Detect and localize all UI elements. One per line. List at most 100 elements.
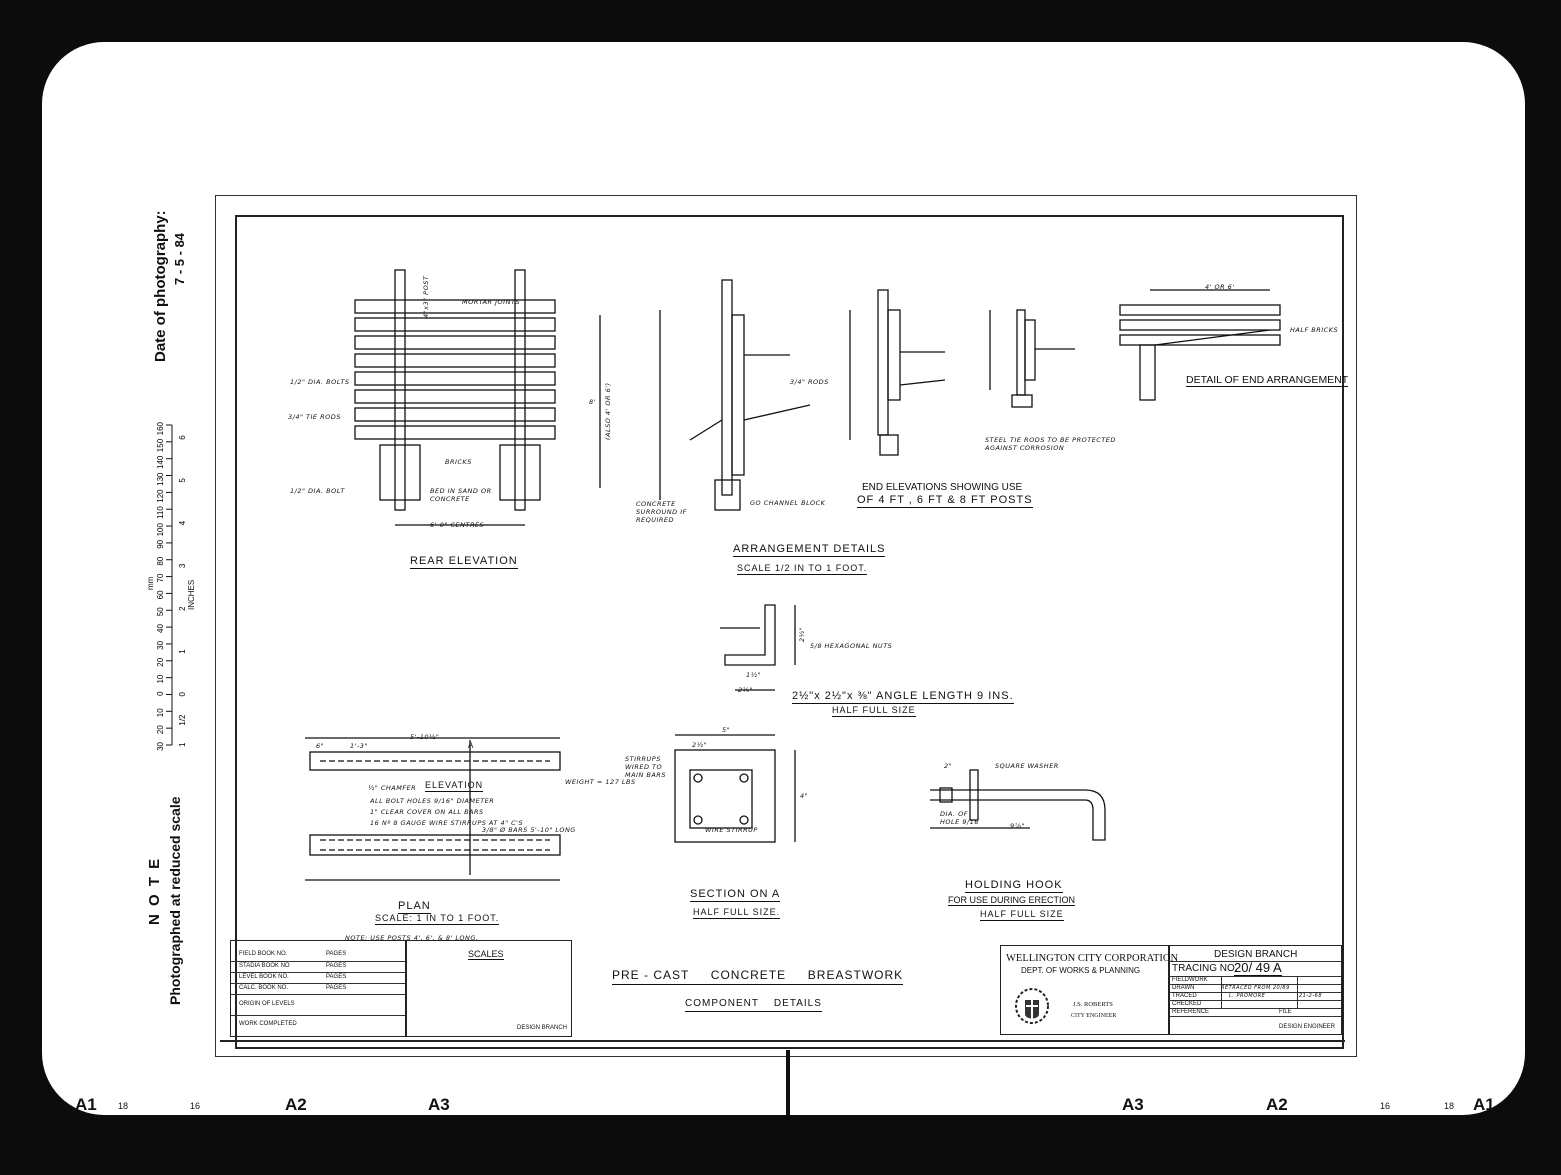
row-pages: PAGES	[326, 963, 347, 969]
plan-dimension: 6"	[316, 742, 325, 750]
post-size-annotation: 4"x3" POST	[422, 275, 430, 318]
ruler-mm-label: 140	[156, 455, 165, 469]
angle-dimension: 2½"	[798, 627, 806, 642]
section-title: SECTION ON A	[690, 888, 781, 902]
section-dimension: 2½"	[692, 741, 707, 749]
section-scale: HALF FULL SIZE.	[693, 907, 781, 919]
ruler-inch-label: 2	[178, 606, 187, 611]
grid-mark: 18	[118, 1101, 129, 1111]
grid-mark: A3	[428, 1095, 450, 1114]
design-engineer-label: DESIGN ENGINEER	[1278, 1024, 1335, 1030]
ruler-mm-label: 70	[156, 573, 165, 582]
field-label: TRACED	[1172, 993, 1197, 999]
reference-label: REFERENCE	[1172, 1009, 1210, 1015]
angle-title: 2½"x 2½"x ⅜" ANGLE LENGTH 9 INS.	[792, 690, 1014, 704]
section-dimension: 5"	[722, 726, 731, 734]
annotation: 6'-0" CENTRES	[430, 521, 485, 529]
annotation: SQUARE WASHER	[995, 762, 1059, 770]
ruler-mm-label: 30	[156, 640, 165, 649]
section-dimension: 4"	[800, 792, 809, 800]
annotation: WEIGHT = 127 LBS	[565, 778, 636, 786]
row-label: STADIA BOOK NO	[239, 963, 290, 969]
ruler-mm-label: 40	[156, 624, 165, 633]
ruler-mm-label: 20	[156, 725, 165, 734]
ruler-mm-label: 110	[156, 506, 165, 519]
arrangement-scale: SCALE 1/2 IN TO 1 FOOT.	[737, 563, 868, 575]
scales-box: SCALES DESIGN BRANCH	[405, 940, 572, 1037]
ruler-inch-label: 4	[178, 520, 187, 525]
ruler-mm-label: 20	[156, 657, 165, 666]
annotation: 1/2" DIA. BOLTS	[290, 378, 350, 386]
annotation: 5/8 HEXAGONAL NUTS	[810, 642, 893, 650]
ruler-mm-label: 100	[156, 523, 165, 537]
field-label: DRAWN	[1172, 985, 1195, 991]
drawing-title: PRE - CAST CONCRETE BREASTWORK	[612, 968, 904, 985]
engineer-title: CITY ENGINEER	[1071, 1013, 1117, 1019]
angle-dimension: 1½"	[746, 671, 761, 679]
grid-mark: A1	[75, 1095, 97, 1114]
ruler-mm-label: 50	[156, 607, 165, 616]
ruler-inch-label: 1	[178, 649, 187, 654]
arrangement-details-title: ARRANGEMENT DETAILS	[733, 543, 886, 557]
ruler-mm-label: 150	[156, 438, 165, 452]
drawing-sheet	[42, 42, 1525, 1115]
grid-mark: A2	[285, 1095, 307, 1114]
ruler-mm-label: 60	[156, 590, 165, 599]
annotation: BRICKS	[445, 458, 472, 466]
department-name: DEPT. OF WORKS & PLANNING	[1021, 966, 1141, 975]
angle-bracket-drawing	[720, 604, 796, 691]
drawing-inner-border	[235, 215, 1344, 1049]
post-length-dimension: 8'	[589, 398, 596, 406]
grid-mark: 16	[1380, 1101, 1391, 1111]
ruler-mm-label: 0	[156, 691, 165, 696]
city-crest-logo	[1015, 988, 1049, 1024]
grid-mark: A1	[1473, 1095, 1495, 1114]
grid-mark: 16	[190, 1101, 201, 1111]
plan-drawing	[305, 737, 561, 881]
scan-artifact	[786, 1050, 790, 1115]
ruler-inch-label: 5	[178, 478, 187, 483]
design-branch-small: DESIGN BRANCH	[516, 1025, 567, 1031]
grid-mark: A3	[1122, 1095, 1144, 1114]
ruler-mm-label: 30	[156, 741, 165, 750]
section-on-a-drawing	[674, 734, 796, 843]
annotation: DIA. OF HOLE 9/16	[940, 810, 979, 826]
plan-title: PLAN	[398, 900, 431, 914]
section-marker: A	[468, 741, 474, 750]
field-label: FIELDWORK	[1172, 977, 1208, 983]
holding-hook-drawing	[930, 769, 1106, 841]
row-label: LEVEL BOOK NO.	[239, 974, 289, 980]
annotation: 5'-10½"	[410, 733, 440, 741]
hook-title: HOLDING HOOK	[965, 879, 1063, 893]
angle-dimension: 2¼"	[738, 686, 753, 694]
annotation: 3/8" Ø BARS 5'-10" LONG	[482, 826, 576, 834]
drawing-subtitle: COMPONENT DETAILS	[685, 998, 822, 1012]
end-arrangement-drawing	[1119, 289, 1281, 401]
tracing-number: 20/ 49 A	[1234, 960, 1282, 976]
ruler-mm-label: 10	[156, 708, 165, 717]
field-label: CHECKED	[1172, 1001, 1202, 1007]
plan-dimension: 1'-3"	[350, 742, 368, 750]
row-pages: PAGES	[326, 974, 347, 980]
annotation: WIRE STIRRUP	[705, 826, 758, 834]
field-date: 21-2-68	[1299, 993, 1323, 999]
row-label: FIELD BOOK NO.	[239, 951, 288, 957]
organization-name: WELLINGTON CITY CORPORATION	[1006, 953, 1179, 964]
annotation: STIRRUPS WIRED TO MAIN BARS	[625, 755, 666, 779]
annotation: 3/4" RODS	[790, 378, 829, 386]
row-label: CALC. BOOK NO.	[239, 985, 289, 991]
engineer-name: J.S. ROBERTS	[1073, 1001, 1113, 1008]
rear-elevation-drawing	[354, 269, 601, 526]
end-arrangement-title: DETAIL OF END ARRANGEMENT	[1186, 374, 1349, 387]
ruler-mm-label: 90	[156, 539, 165, 548]
ruler-mm-label: 120	[156, 489, 165, 503]
plan-note: NOTE: USE POSTS 4', 6', & 8' LONG.	[345, 934, 479, 942]
title-block-rule	[220, 1040, 1345, 1042]
row-pages: PAGES	[326, 985, 347, 991]
file-label: FILE	[1279, 1009, 1292, 1015]
rear-elevation-title: REAR ELEVATION	[410, 555, 518, 569]
grid-mark: A2	[1266, 1095, 1288, 1114]
